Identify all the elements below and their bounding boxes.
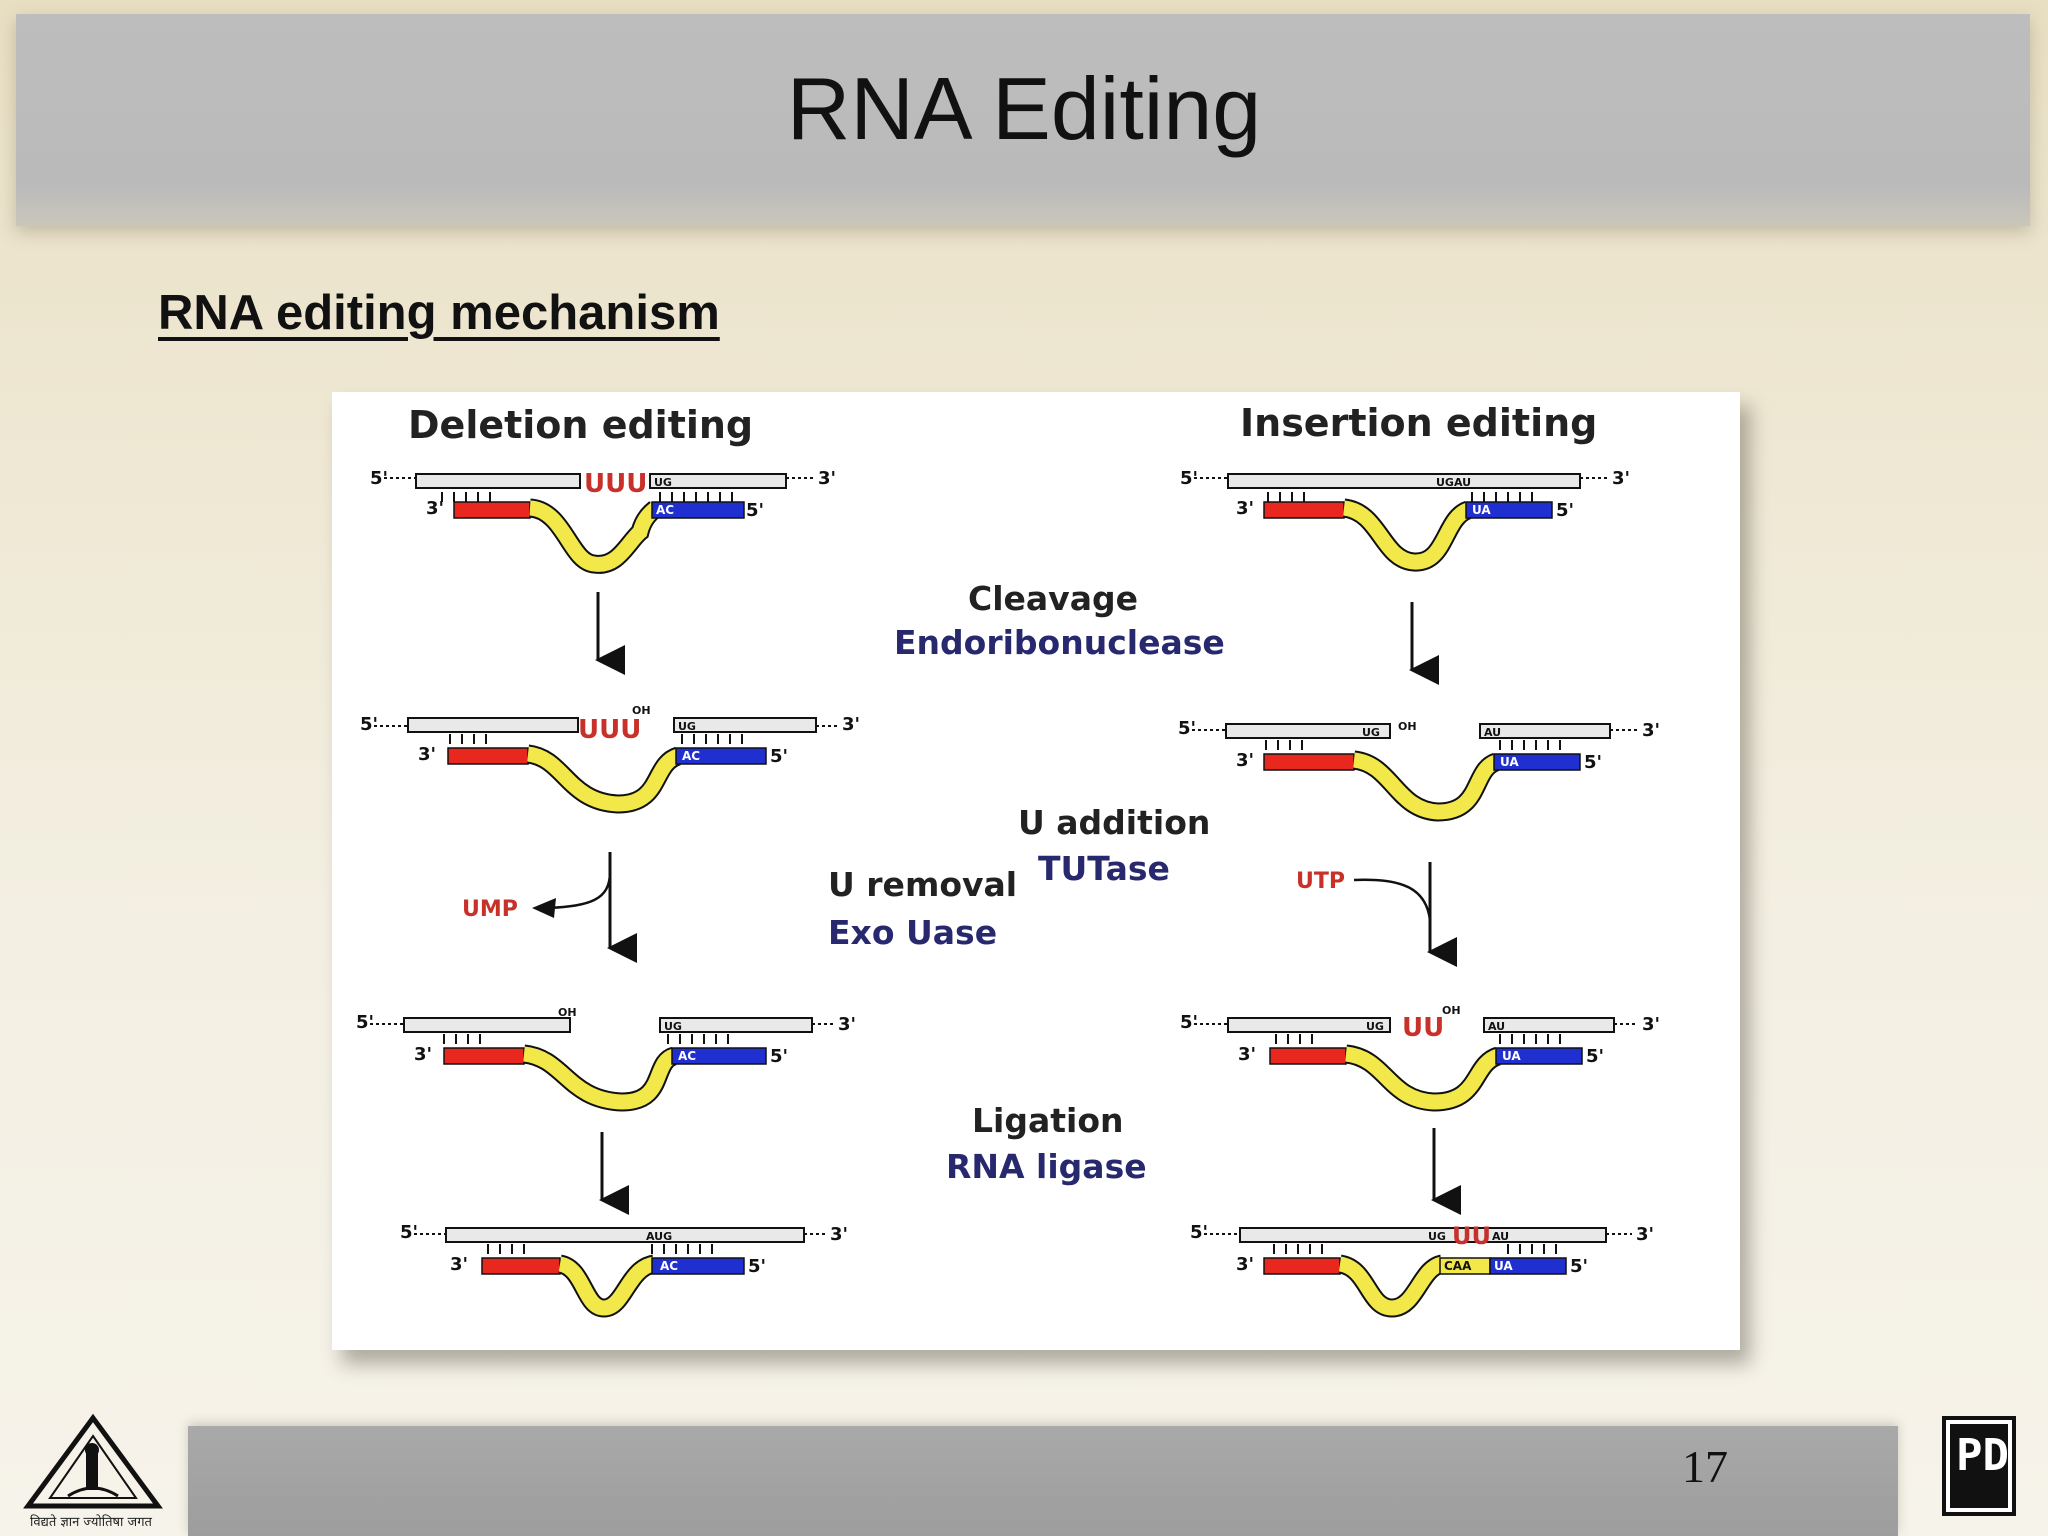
insertion-editing-heading: Insertion editing <box>1240 401 1597 445</box>
svg-text:5': 5' <box>1178 718 1196 739</box>
slide-subtitle: RNA editing mechanism <box>158 286 720 340</box>
institute-logo-caption: विद्यते ज्ञान ज्योतिषा जगत <box>30 1515 152 1530</box>
cleavage-label: Cleavage <box>968 579 1138 618</box>
deletion-editing-heading: Deletion editing <box>408 403 753 447</box>
svg-text:5': 5' <box>1584 752 1602 773</box>
svg-text:5': 5' <box>1180 468 1198 489</box>
svg-text:UA: UA <box>1472 503 1491 517</box>
svg-text:UUU: UUU <box>584 469 647 499</box>
svg-text:UG: UG <box>1366 1020 1384 1033</box>
svg-text:3': 3' <box>414 1044 432 1065</box>
svg-text:3': 3' <box>1642 720 1660 741</box>
svg-text:5': 5' <box>400 1222 418 1243</box>
svg-text:5': 5' <box>1190 1222 1208 1243</box>
svg-text:AU: AU <box>1492 1230 1509 1243</box>
rna-ligase-label: RNA ligase <box>946 1147 1147 1186</box>
svg-text:UU: UU <box>1452 1222 1491 1250</box>
svg-text:AC: AC <box>682 749 700 763</box>
svg-text:5': 5' <box>360 714 378 735</box>
utp-label: UTP <box>1296 869 1345 894</box>
svg-text:UG: UG <box>1362 726 1380 739</box>
svg-text:5': 5' <box>370 468 388 489</box>
svg-text:OH: OH <box>1398 720 1417 733</box>
svg-text:UU: UU <box>1402 1013 1444 1043</box>
ligation-label: Ligation <box>972 1101 1123 1140</box>
svg-text:CAA: CAA <box>1444 1259 1472 1273</box>
svg-text:UG: UG <box>664 1020 682 1033</box>
svg-text:AU: AU <box>1488 1020 1505 1033</box>
svg-text:3': 3' <box>1236 498 1254 519</box>
ump-label: UMP <box>462 897 518 922</box>
page-number: 17 <box>1682 1441 1728 1492</box>
svg-text:3': 3' <box>450 1254 468 1275</box>
svg-text:3': 3' <box>418 744 436 765</box>
svg-text:AU: AU <box>1484 726 1501 739</box>
svg-text:5': 5' <box>770 1046 788 1067</box>
u-addition-label: U addition <box>1018 803 1210 842</box>
pd-logo: PD <box>1942 1416 2016 1521</box>
svg-text:UGAU: UGAU <box>1436 476 1471 489</box>
svg-text:UG: UG <box>1428 1230 1446 1243</box>
svg-text:5': 5' <box>356 1012 374 1033</box>
svg-text:AUG: AUG <box>646 1230 672 1243</box>
pd-logo-monogram: PD <box>1956 1430 2009 1481</box>
svg-text:3': 3' <box>838 1014 856 1035</box>
svg-text:3': 3' <box>1636 1224 1654 1245</box>
svg-text:5': 5' <box>1180 1012 1198 1033</box>
rna-editing-diagram: Deletion editing Insertion editing Cleav… <box>332 392 1740 1350</box>
svg-text:3': 3' <box>1642 1014 1660 1035</box>
institute-logo <box>18 1410 168 1515</box>
svg-text:OH: OH <box>1442 1004 1461 1017</box>
insertion-stage-1: 5' UGAU 3' 3' UA 5' <box>1180 468 1630 572</box>
svg-text:AC: AC <box>656 503 674 517</box>
svg-text:5': 5' <box>746 500 764 521</box>
svg-text:5': 5' <box>1586 1046 1604 1067</box>
svg-text:UA: UA <box>1494 1259 1513 1273</box>
deletion-stage-2: 5' UUU OH UG 3' 3' AC 5' <box>360 704 860 814</box>
svg-text:AC: AC <box>660 1259 678 1273</box>
svg-text:5': 5' <box>1570 1256 1588 1277</box>
svg-text:5': 5' <box>748 1256 766 1277</box>
footer-band <box>188 1426 1898 1536</box>
svg-text:3': 3' <box>818 468 836 489</box>
svg-text:UUU: UUU <box>578 715 641 745</box>
svg-text:AC: AC <box>678 1049 696 1063</box>
insertion-stage-4: 5' UG UU AU 3' 3' CAA UA 5' <box>1190 1222 1654 1318</box>
endoribonuclease-label: Endoribonuclease <box>894 623 1225 662</box>
deletion-stage-1: 5' UUU UG 3' 3' AC 5' <box>370 468 836 574</box>
svg-text:5': 5' <box>1556 500 1574 521</box>
svg-text:UA: UA <box>1502 1049 1521 1063</box>
svg-text:UA: UA <box>1500 755 1519 769</box>
svg-text:5': 5' <box>770 746 788 767</box>
svg-text:UG: UG <box>678 720 696 733</box>
deletion-stage-4: 5' AUG 3' 3' AC 5' <box>400 1222 848 1318</box>
svg-text:3': 3' <box>1236 750 1254 771</box>
svg-text:3': 3' <box>1238 1044 1256 1065</box>
svg-text:3': 3' <box>1236 1254 1254 1275</box>
u-removal-label: U removal <box>828 865 1017 904</box>
deletion-stage-3: 5' OH UG 3' 3' AC 5' <box>356 1006 856 1112</box>
svg-text:3': 3' <box>1612 468 1630 489</box>
insertion-stage-3: 5' UG UU OH AU 3' 3' UA 5' <box>1180 1004 1660 1112</box>
svg-text:3': 3' <box>426 498 444 519</box>
title-band <box>16 14 2030 226</box>
slide-title: RNA Editing <box>786 59 1262 158</box>
svg-text:3': 3' <box>830 1224 848 1245</box>
insertion-stage-2: 5' UG OH AU 3' 3' UA 5' <box>1178 718 1660 822</box>
svg-text:UG: UG <box>654 476 672 489</box>
tutase-label: TUTase <box>1038 849 1170 888</box>
svg-text:3': 3' <box>842 714 860 735</box>
svg-text:OH: OH <box>558 1006 577 1019</box>
exo-uase-label: Exo Uase <box>828 913 997 952</box>
svg-text:OH: OH <box>632 704 651 717</box>
